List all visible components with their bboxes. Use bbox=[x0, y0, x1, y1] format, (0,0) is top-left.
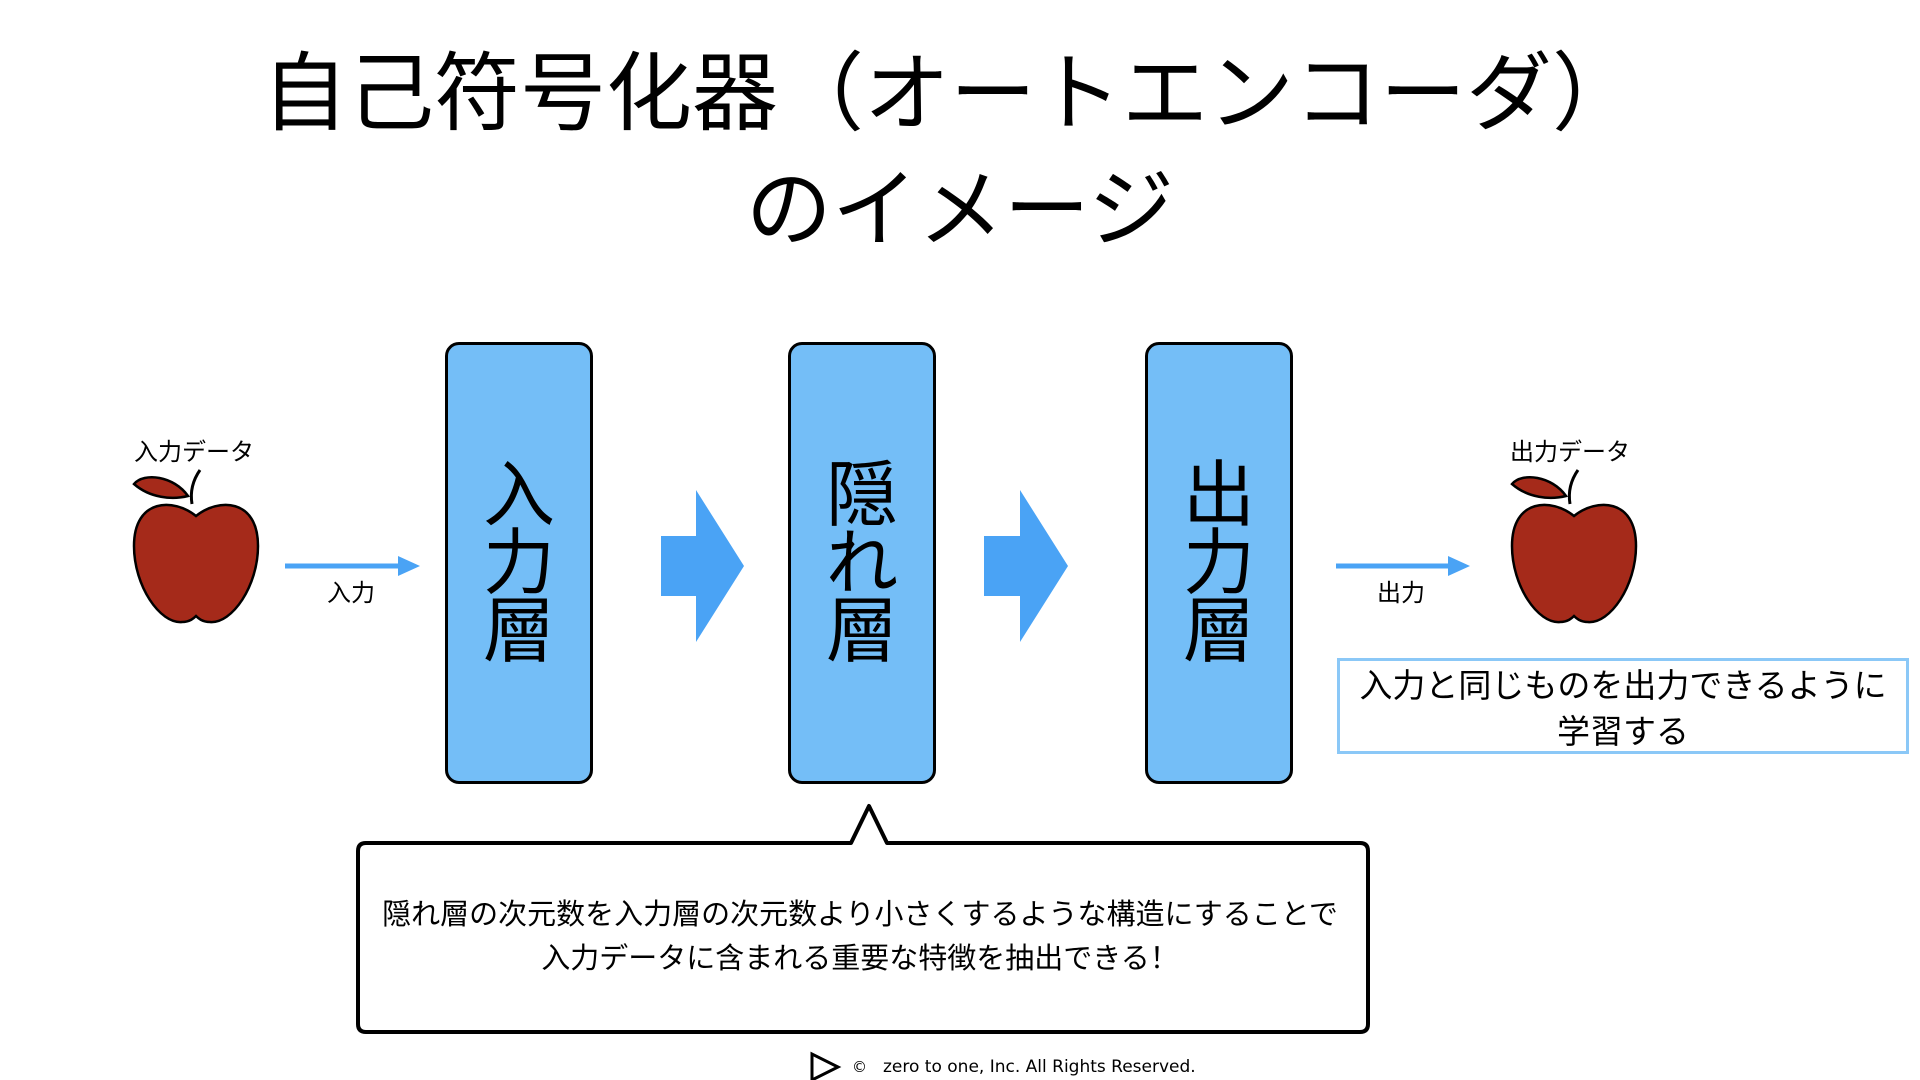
hidden-layer-char-3: 層 bbox=[825, 589, 898, 673]
input-data-label: 入力データ bbox=[134, 438, 254, 466]
title-line-1: 自己符号化器（オートエンコーダ） bbox=[262, 44, 1638, 144]
hidden-layer-char-1: 隠 bbox=[825, 453, 898, 537]
copyright-symbol: © bbox=[852, 1058, 867, 1076]
output-data-label: 出力データ bbox=[1510, 438, 1630, 466]
title-line-2: のイメージ bbox=[745, 160, 1175, 260]
callout-text: 隠れ層の次元数を入力層の次元数より小さくするような構造にすることで 入力データに… bbox=[360, 892, 1360, 980]
output-layer-char-1: 出 bbox=[1182, 453, 1255, 537]
callout-line-2: 入力データに含まれる重要な特徴を抽出できる！ bbox=[541, 941, 1179, 975]
output-apple-icon bbox=[1510, 469, 1638, 624]
play-logo-icon bbox=[810, 1051, 842, 1080]
input-layer-box: 入 力 層 bbox=[445, 342, 593, 784]
learning-note-line-2: 学習する bbox=[1557, 712, 1689, 751]
input-layer-char-3: 層 bbox=[482, 589, 555, 673]
callout-line-1: 隠れ層の次元数を入力層の次元数より小さくするような構造にすることで bbox=[382, 897, 1338, 931]
callout-bubble bbox=[356, 804, 1370, 1034]
input-layer-char-1: 入 bbox=[482, 453, 555, 537]
input-apple-icon bbox=[132, 469, 260, 624]
output-layer-char-2: 力 bbox=[1182, 521, 1255, 605]
hidden-layer-char-2: れ bbox=[825, 521, 898, 605]
copyright-text: zero to one, Inc. All Rights Reserved. bbox=[883, 1057, 1196, 1077]
input-thin-arrow bbox=[285, 556, 420, 576]
footer: © zero to one, Inc. All Rights Reserved. bbox=[810, 1052, 1196, 1080]
output-layer-char-3: 層 bbox=[1182, 589, 1255, 673]
input-layer-char-2: 力 bbox=[482, 521, 555, 605]
output-thin-arrow bbox=[1336, 556, 1470, 576]
learning-note-line-1: 入力と同じものを出力できるように bbox=[1359, 666, 1887, 705]
big-arrow-1 bbox=[661, 490, 744, 642]
big-arrow-2 bbox=[984, 490, 1068, 642]
output-layer-box: 出 力 層 bbox=[1145, 342, 1293, 784]
output-arrow-label: 出力 bbox=[1377, 579, 1425, 607]
hidden-layer-box: 隠 れ 層 bbox=[788, 342, 936, 784]
input-arrow-label: 入力 bbox=[327, 579, 375, 607]
learning-note-box: 入力と同じものを出力できるように 学習する bbox=[1337, 658, 1909, 754]
